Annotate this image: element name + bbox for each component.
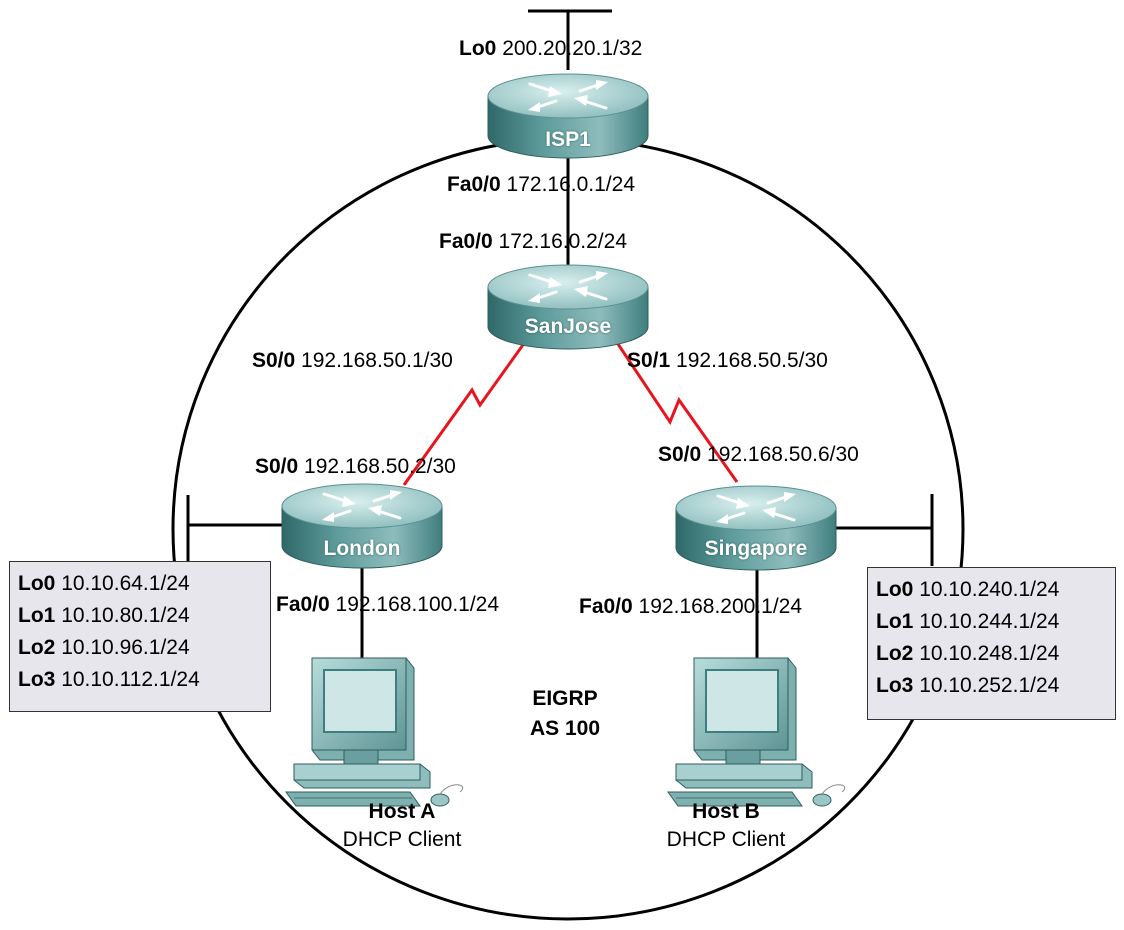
eigrp-domain-label: EIGRP AS 100: [529, 687, 601, 740]
serial-link-icon: [402, 334, 532, 486]
label-sanjose-s01: S0/1 192.168.50.5/30: [627, 349, 828, 372]
pc-icon: [285, 657, 464, 807]
loopback-row: Lo3 10.10.252.1/24: [876, 674, 1060, 697]
singapore-loopback-box: Lo0 10.10.240.1/24 Lo1 10.10.244.1/24 Lo…: [867, 567, 1116, 720]
loopback-row: Lo1 10.10.80.1/24: [18, 604, 190, 627]
router-name-isp1: ISP1: [545, 128, 591, 151]
loopback-row: Lo2 10.10.248.1/24: [876, 642, 1060, 665]
label-london-s00: S0/0 192.168.50.2/30: [255, 455, 456, 478]
label-singapore-fa00: Fa0/0 192.168.200.1/24: [579, 595, 803, 618]
router-name-london: London: [323, 537, 401, 560]
router-name-singapore: Singapore: [704, 537, 808, 560]
label-sanjose-fa00: Fa0/0 172.16.0.2/24: [439, 230, 627, 253]
pc-icon: [667, 657, 846, 807]
label-isp1-fa00: Fa0/0 172.16.0.1/24: [447, 173, 635, 196]
london-loopback-box: Lo0 10.10.64.1/24 Lo1 10.10.80.1/24 Lo2 …: [9, 561, 271, 712]
label-sanjose-s00: S0/0 192.168.50.1/30: [252, 349, 453, 372]
label-singapore-s00: S0/0 192.168.50.6/30: [658, 443, 859, 466]
loopback-row: Lo0 10.10.240.1/24: [876, 578, 1060, 601]
loopback-row: Lo2 10.10.96.1/24: [18, 636, 190, 659]
router-name-sanjose: SanJose: [524, 315, 612, 338]
loopback-row: Lo3 10.10.112.1/24: [18, 668, 200, 691]
loopback-row: Lo0 10.10.64.1/24: [18, 572, 190, 595]
host-b-label: Host B DHCP Client: [666, 800, 786, 851]
label-london-fa00: Fa0/0 192.168.100.1/24: [276, 593, 500, 616]
label-isp1-lo0: Lo0 200.20.20.1/32: [459, 37, 643, 60]
serial-link-icon: [610, 334, 739, 483]
loopback-row: Lo1 10.10.244.1/24: [876, 610, 1060, 633]
host-a-label: Host A DHCP Client: [342, 800, 462, 851]
